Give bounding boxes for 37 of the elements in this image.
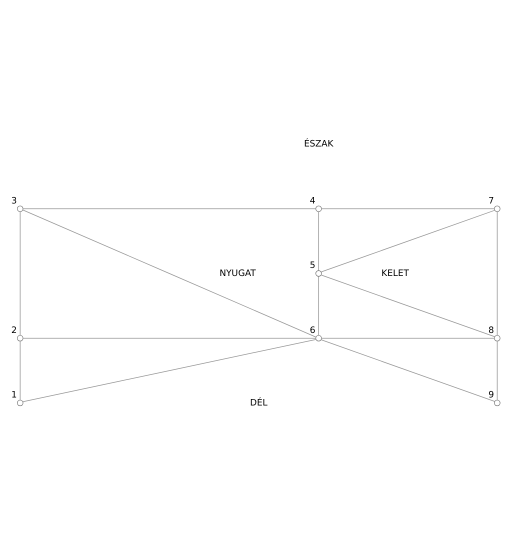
node-circle (315, 334, 322, 341)
connector (20, 210, 21, 336)
connector (320, 209, 496, 272)
connector (22, 338, 316, 402)
connector (318, 210, 320, 270)
connector (496, 210, 498, 336)
connector (22, 209, 316, 337)
node-circle (16, 399, 24, 406)
connector (320, 338, 495, 402)
node-circle (494, 399, 500, 406)
node-label: 1 (11, 390, 17, 400)
connector (318, 276, 320, 336)
connector (496, 340, 498, 400)
node-label: 3 (11, 196, 17, 206)
node-circle (315, 205, 322, 212)
node-label: 6 (310, 325, 316, 336)
connector (22, 337, 316, 338)
node-label: 9 (488, 390, 494, 400)
connector (321, 208, 495, 209)
node-label: 7 (488, 196, 494, 206)
connector (320, 274, 495, 337)
label: KELET (381, 268, 409, 278)
node-circle (494, 334, 500, 341)
node-circle (315, 270, 322, 276)
label: NYUGAT (219, 268, 256, 278)
connector (22, 208, 316, 209)
node-circle (494, 205, 500, 212)
label: ÉSZAK (304, 138, 334, 149)
label: DÉL (250, 398, 268, 408)
connector (321, 337, 495, 338)
node-label: 4 (310, 196, 316, 206)
connector (20, 340, 21, 400)
node-circle (16, 334, 24, 341)
node-circle (16, 205, 24, 212)
node-label: 2 (11, 325, 17, 336)
node-label: 5 (310, 260, 316, 271)
node-label: 8 (488, 325, 494, 336)
